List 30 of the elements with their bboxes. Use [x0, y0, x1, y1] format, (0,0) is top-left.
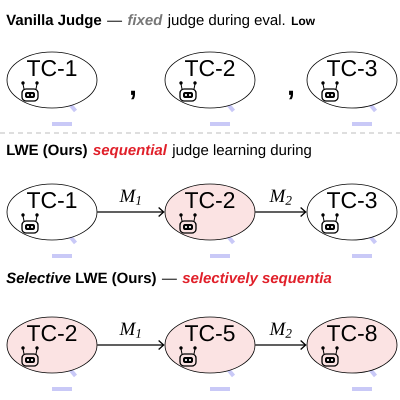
heading-text: judge during eval.	[167, 14, 284, 28]
comma-separator: ,	[289, 90, 294, 100]
edge-label: M$_{1}$	[119, 190, 141, 205]
heading-text: Vanilla Judge	[6, 14, 102, 28]
heading-text: —	[107, 20, 122, 22]
heading-text: selectively sequentia	[182, 272, 332, 286]
arrow	[255, 207, 307, 217]
edge-label: M$_{1}$	[119, 322, 141, 338]
heading-text: fixed	[128, 14, 163, 26]
heading-text: LWE (Ours)	[7, 144, 87, 158]
arrow	[97, 340, 165, 350]
heading-text: sequential	[93, 144, 168, 158]
heading-text: judge learning during	[172, 144, 311, 158]
ellipse-node: TC-2	[164, 184, 256, 240]
ellipse-node: TC-2	[6, 316, 98, 374]
ellipse-node: TC-1	[6, 184, 98, 240]
ellipse-node: TC-3	[306, 184, 398, 240]
arrow	[255, 340, 307, 350]
heading-text: —	[162, 278, 177, 280]
comma-separator: ,	[131, 90, 136, 100]
edge-label: M$_{2}$	[269, 322, 292, 338]
ellipse-node: TC-1	[6, 52, 98, 108]
ellipse-node: TC-8	[306, 316, 398, 374]
ellipse-node: TC-5	[164, 316, 256, 374]
ellipse-node: TC-3	[306, 52, 398, 108]
heading-text: Selective LWE (Ours)	[6, 272, 156, 286]
ellipse-node: TC-2	[164, 52, 256, 108]
edge-label: M$_{2}$	[269, 190, 292, 205]
heading-text: Low	[292, 16, 316, 26]
arrow	[97, 207, 165, 217]
